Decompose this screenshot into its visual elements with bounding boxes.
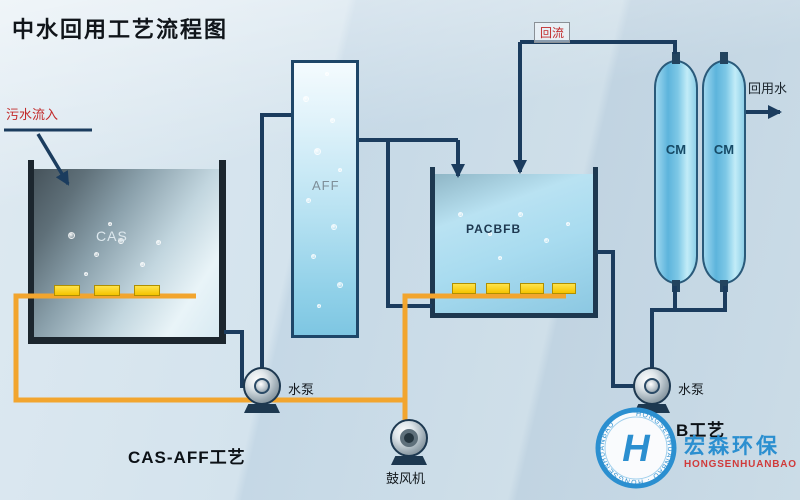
cm2-label: CM: [713, 142, 735, 157]
water-pump-2: [633, 367, 671, 405]
water-pump-1: [243, 367, 281, 405]
pipe-pacbfb-to-pump2: [597, 250, 634, 388]
blower: [390, 419, 428, 457]
pipe-pump1-to-aff: [260, 113, 291, 370]
bubble: [566, 222, 570, 226]
logo-monogram: H: [622, 428, 651, 470]
blower-label: 鼓风机: [386, 471, 426, 486]
pacbfb-label: PACBFB: [466, 222, 522, 236]
cm-column-1: [654, 52, 698, 292]
bubble: [325, 72, 329, 76]
bubble: [140, 262, 145, 267]
pipe-pump2-to-cm: [650, 286, 727, 368]
bubble: [311, 254, 316, 259]
bubble: [306, 198, 311, 203]
air-diffuser: [134, 285, 160, 296]
water-pump-1-base: [244, 404, 280, 413]
cas-label: CAS: [96, 228, 128, 244]
logo-ring: [595, 407, 677, 489]
logo-name-cn: 宏森环保: [684, 435, 780, 458]
cm2-top-nozzle: [720, 52, 728, 64]
pipe-aff-branch: [386, 142, 432, 308]
aff-column: [291, 60, 359, 338]
bubble: [330, 118, 335, 123]
bubble: [94, 252, 99, 257]
bubble: [303, 96, 309, 102]
pump1-label: 水泵: [288, 382, 315, 397]
water-pump-2-base: [634, 404, 670, 413]
bubble: [518, 212, 523, 217]
page-title: 中水回用工艺流程图: [12, 17, 229, 42]
inflow-label: 污水流入: [6, 107, 59, 122]
caption-right-process: B工艺: [676, 421, 726, 440]
bubble: [337, 282, 343, 288]
bubble: [544, 238, 549, 243]
bubble: [458, 212, 463, 217]
bubble: [498, 256, 502, 260]
bubble: [68, 232, 75, 239]
pump2-label: 水泵: [678, 382, 705, 397]
cm1-bottom-nozzle: [672, 280, 680, 292]
pacbfb-tank: [430, 167, 598, 318]
air-diffuser: [94, 285, 120, 296]
cm2-bottom-nozzle: [720, 280, 728, 292]
logo-name-en: HONGSENHUANBAO: [684, 459, 797, 470]
bubble: [156, 240, 161, 245]
cas-tank: [28, 160, 226, 344]
bubble: [338, 168, 342, 172]
air-diffuser: [486, 283, 510, 294]
bubble: [488, 232, 492, 236]
aff-label: AFF: [312, 178, 340, 193]
bubble: [317, 304, 321, 308]
bubble: [314, 148, 321, 155]
reflux-label: 回流: [534, 22, 571, 43]
pipe-reflux: [520, 40, 677, 54]
hongsen-logo: HONGSENHUANBAO · HONGSENHUANBAO H: [595, 407, 677, 489]
bubble: [331, 224, 337, 230]
air-diffuser: [54, 285, 80, 296]
bubble: [84, 272, 88, 276]
cm1-top-nozzle: [672, 52, 680, 64]
air-diffuser: [552, 283, 576, 294]
blower-base: [391, 456, 427, 465]
pipe-cas-to-pump1: [224, 330, 246, 388]
bubble: [118, 238, 124, 244]
cas-water: [34, 169, 219, 337]
air-diffuser: [452, 283, 476, 294]
air-diffuser: [520, 283, 544, 294]
cm1-label: CM: [665, 142, 687, 157]
reuse-water-label: 回用水: [748, 81, 788, 96]
logo-inner-ring: [604, 416, 668, 480]
cm-column-2: [702, 52, 746, 292]
caption-cas-aff-process: CAS-AFF工艺: [128, 448, 246, 467]
bubble: [108, 222, 112, 226]
